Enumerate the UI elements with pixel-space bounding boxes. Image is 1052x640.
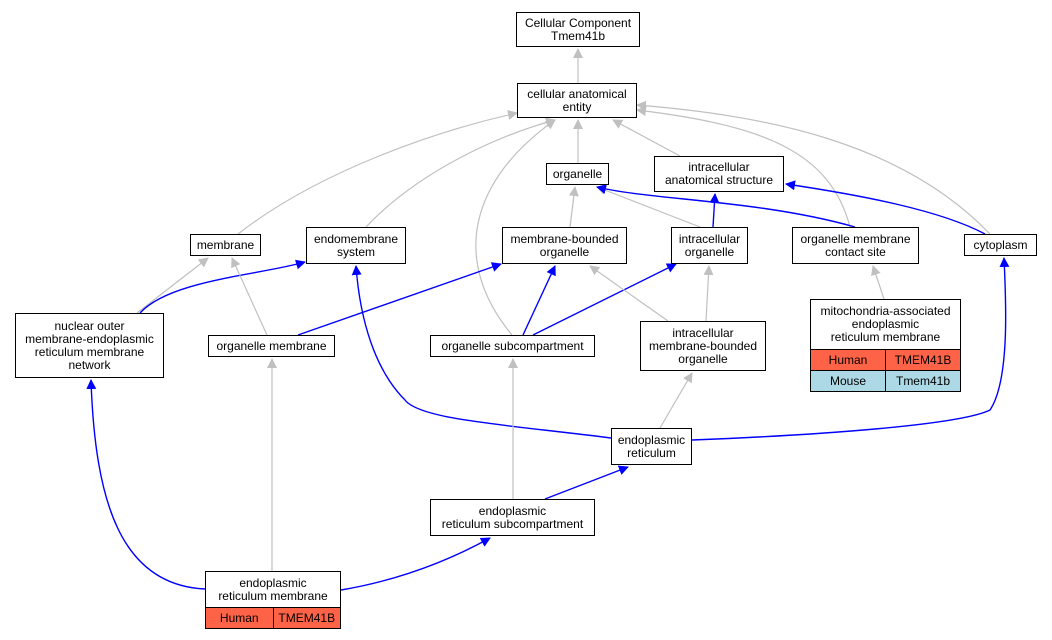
- node-label: endoplasmic reticulum: [617, 432, 686, 460]
- node-label: membrane: [196, 237, 255, 252]
- edge-io-to-organelle: [596, 185, 701, 228]
- annotation-row: Mouse Tmem41b: [811, 370, 960, 391]
- node-label: mitochondria-associated endoplasmic reti…: [820, 304, 951, 344]
- node-label: intracellular organelle: [678, 231, 741, 259]
- node-label: organelle subcompartment: [441, 338, 584, 353]
- species-cell: Human: [206, 608, 273, 628]
- gene-cell: TMEM41B: [885, 350, 960, 370]
- node-cytoplasm[interactable]: cytoplasm: [964, 234, 1037, 256]
- gene-cell: TMEM41B: [272, 608, 340, 628]
- node-organelle-membrane-contact-site[interactable]: organelle membrane contact site: [792, 227, 919, 264]
- node-label: organelle membrane: [216, 338, 327, 353]
- edge-imbo-to-io: [703, 265, 714, 322]
- edge-er-to-endo: [351, 265, 612, 439]
- edge-om-to-membrane: [231, 257, 268, 336]
- node-label: Cellular Component Tmem41b: [524, 15, 632, 43]
- node-label: endomembrane system: [313, 231, 399, 259]
- edge-er-to-cyto: [691, 257, 1010, 441]
- node-label: membrane-bounded organelle: [510, 231, 619, 259]
- edge-endo-to-cae: [365, 117, 556, 228]
- edge-erm-to-nuc: [86, 379, 206, 590]
- edge-membrane-to-cae: [237, 110, 518, 235]
- edge-cyto-to-cae: [636, 100, 991, 235]
- edge-osc-to-cae: [475, 119, 556, 336]
- edge-ersc-to-er: [544, 465, 629, 500]
- node-mitochondria-associated-er-membrane[interactable]: mitochondria-associated endoplasmic reti…: [810, 299, 961, 392]
- node-label: nuclear outer membrane-endoplasmic retic…: [25, 318, 154, 372]
- edge-mam-to-omcs: [871, 265, 885, 300]
- edge-om-to-mbo: [297, 262, 502, 336]
- node-intracellular-anatomical-structure[interactable]: intracellular anatomical structure: [654, 156, 784, 192]
- node-endoplasmic-reticulum[interactable]: endoplasmic reticulum: [611, 428, 692, 465]
- node-nuclear-outer-membrane-er-network[interactable]: nuclear outer membrane-endoplasmic retic…: [15, 313, 164, 378]
- node-organelle-membrane[interactable]: organelle membrane: [208, 335, 335, 357]
- species-cell: Human: [811, 350, 885, 370]
- node-label: endoplasmic reticulum subcompartment: [441, 503, 584, 531]
- edge-layer: [86, 48, 1010, 591]
- node-membrane-bounded-organelle[interactable]: membrane-bounded organelle: [502, 227, 627, 264]
- edge-cyto-to-ias: [785, 180, 986, 235]
- node-endomembrane-system[interactable]: endomembrane system: [306, 227, 406, 264]
- node-label: intracellular membrane-bounded organelle: [648, 325, 758, 366]
- node-intracellular-membrane-bounded-organelle[interactable]: intracellular membrane-bounded organelle: [640, 321, 766, 371]
- edge-omcs-to-organelle: [596, 184, 856, 228]
- node-endoplasmic-reticulum-membrane[interactable]: endoplasmic reticulum membrane Human TME…: [205, 571, 341, 629]
- node-label: cytoplasm: [973, 237, 1028, 252]
- edge-omcs-to-cae: [636, 106, 851, 228]
- node-membrane[interactable]: membrane: [190, 234, 261, 256]
- species-cell: Mouse: [811, 371, 885, 391]
- annotation-row: Human TMEM41B: [811, 349, 960, 370]
- node-organelle[interactable]: organelle: [546, 163, 609, 185]
- edge-er-to-imbo: [659, 372, 693, 429]
- node-label: endoplasmic reticulum membrane: [218, 575, 328, 603]
- node-label: organelle: [552, 166, 603, 181]
- node-er-subcompartment[interactable]: endoplasmic reticulum subcompartment: [430, 499, 595, 536]
- edge-ias-to-cae: [612, 119, 681, 157]
- node-organelle-subcompartment[interactable]: organelle subcompartment: [430, 335, 595, 357]
- edge-mbo-to-organelle: [568, 186, 579, 228]
- edge-osc-to-io: [532, 263, 677, 336]
- edge-nuc-to-endo: [139, 259, 306, 314]
- edge-osc-to-mbo: [522, 265, 556, 336]
- annotation-row: Human TMEM41B: [206, 607, 340, 628]
- node-label: intracellular anatomical structure: [664, 160, 774, 187]
- node-cellular-component[interactable]: Cellular Component Tmem41b: [516, 12, 640, 47]
- node-label: cellular anatomical entity: [527, 86, 627, 114]
- edge-io-to-ias: [709, 193, 720, 228]
- edge-nuc-to-membrane: [136, 257, 209, 314]
- node-cellular-anatomical-entity[interactable]: cellular anatomical entity: [517, 83, 637, 118]
- edge-imbo-to-mbo: [589, 265, 669, 322]
- node-label: organelle membrane contact site: [800, 231, 911, 259]
- edge-erm-to-ersc: [340, 537, 491, 591]
- gene-cell: Tmem41b: [885, 371, 960, 391]
- node-intracellular-organelle[interactable]: intracellular organelle: [671, 227, 748, 264]
